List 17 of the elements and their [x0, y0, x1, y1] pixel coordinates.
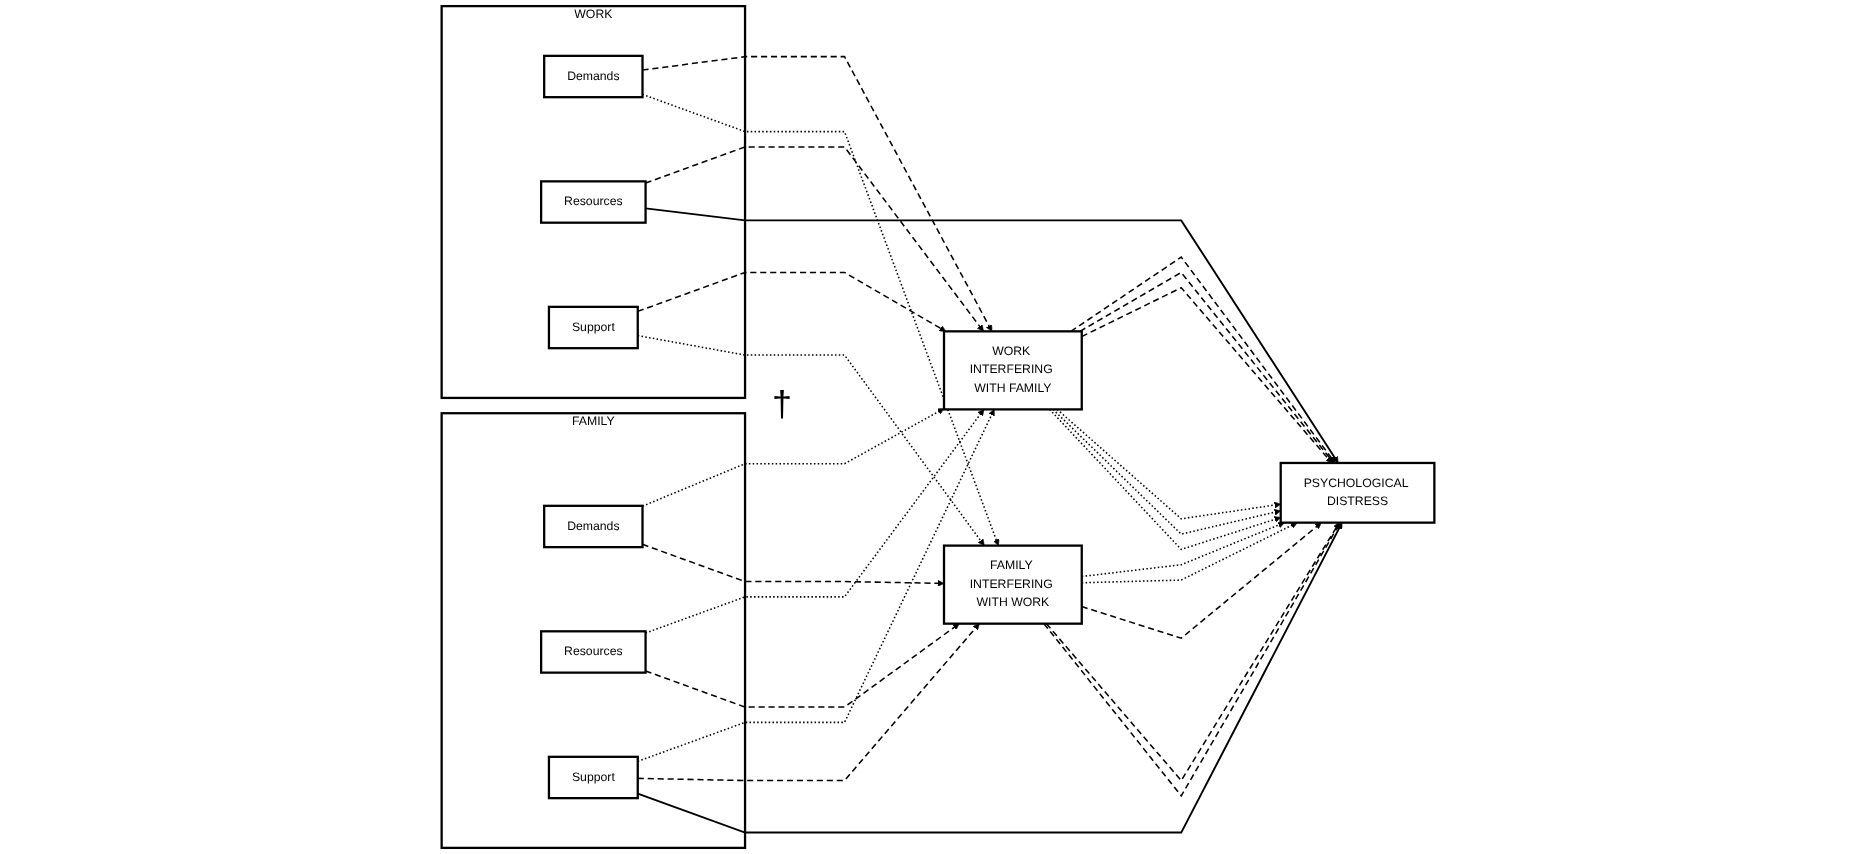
- arrow: [644, 623, 960, 708]
- arrow: [644, 409, 985, 634]
- arrow: [641, 408, 945, 507]
- arrow: [637, 271, 947, 332]
- arrow: [1081, 522, 1298, 584]
- footnote-mark: †: [772, 384, 793, 424]
- arrow: [641, 55, 993, 332]
- arrow: [641, 543, 945, 587]
- arrow: [637, 623, 980, 782]
- arrow: [636, 522, 1343, 834]
- arrow: [1081, 522, 1322, 640]
- arrow: [644, 146, 984, 332]
- arrow: [637, 334, 985, 546]
- arrow: [641, 93, 1000, 546]
- arrow: [1081, 521, 1285, 578]
- arrow: [644, 207, 1339, 464]
- arrow: [637, 409, 995, 763]
